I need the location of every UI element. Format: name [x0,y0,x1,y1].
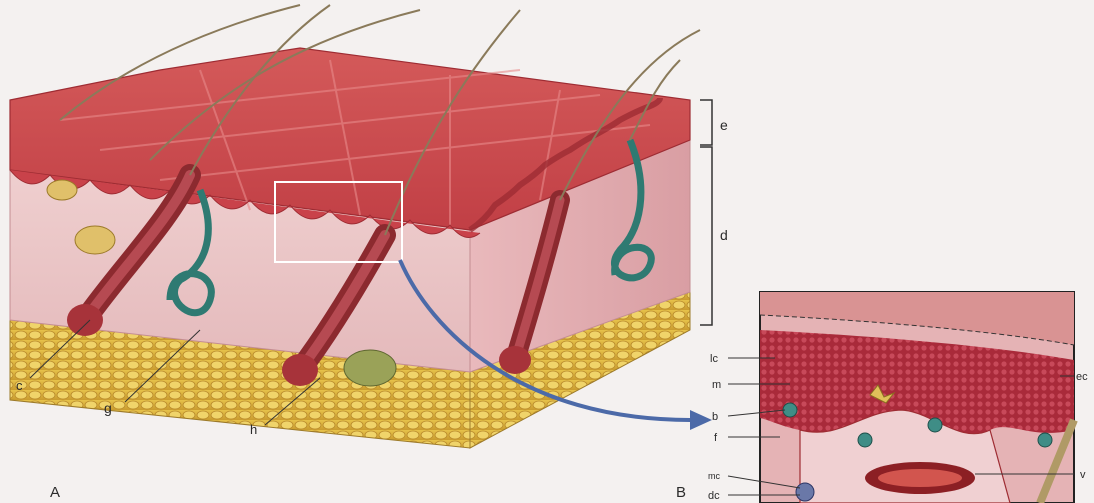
label-h: h [250,422,257,437]
label-ec: ec [1076,371,1088,383]
magnification-arrowhead [690,410,712,430]
panel-b-inset [728,292,1074,503]
skin-block [10,5,712,448]
label-m: m [712,379,721,391]
label-d: d [720,227,728,243]
label-v: v [1080,469,1086,481]
label-c: c [16,378,23,393]
panel-label-a: A [50,484,60,501]
layer-brackets [700,100,712,325]
label-mc: mc [708,471,720,481]
panel-label-b: B [676,484,686,501]
label-lc: lc [710,353,718,365]
label-e: e [720,117,728,133]
label-b: b [712,411,718,423]
label-dc: dc [708,490,720,502]
label-f: f [714,432,718,444]
label-g: g [104,400,112,416]
